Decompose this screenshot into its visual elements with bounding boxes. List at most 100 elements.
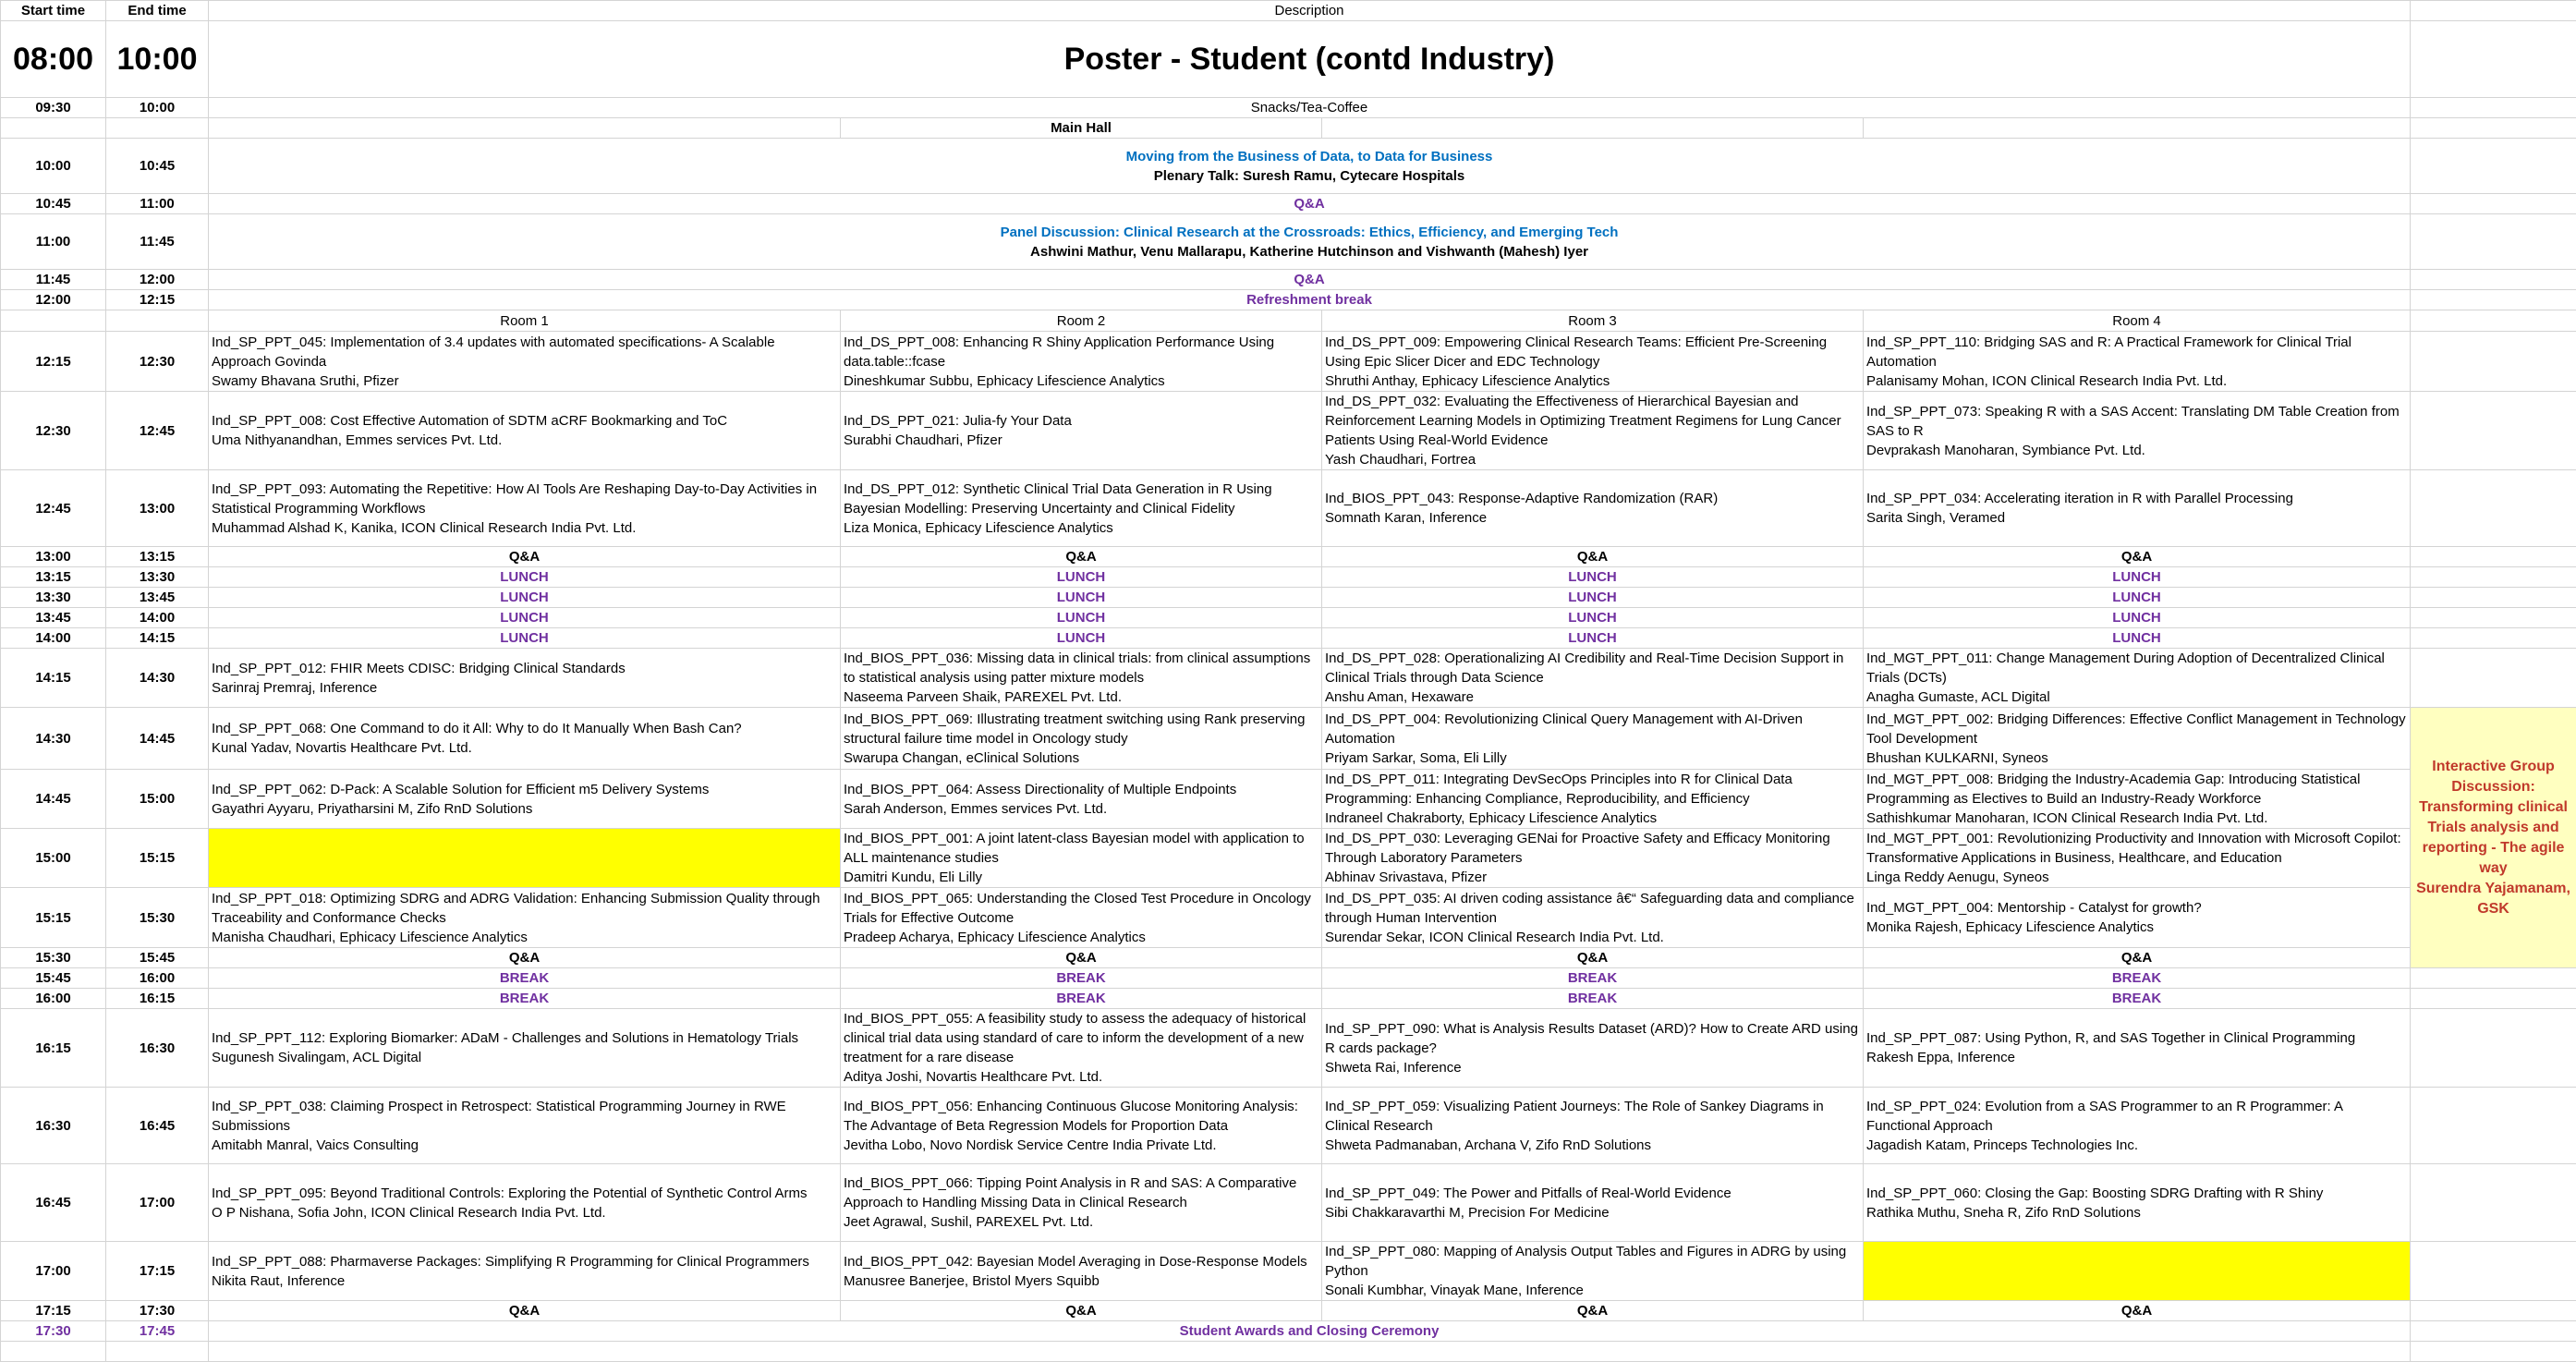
session-cell[interactable]: Ind_MGT_PPT_011: Change Management Durin… (1864, 649, 2411, 708)
room-2-slot: LUNCH (841, 608, 1322, 628)
session-cell[interactable]: Ind_SP_PPT_110: Bridging SAS and R: A Pr… (1864, 332, 2411, 392)
room-4-slot: Q&A (1864, 948, 2411, 968)
session-authors: Kunal Yadav, Novartis Healthcare Pvt. Lt… (212, 738, 837, 758)
schedule-row (1, 1342, 2576, 1362)
session-cell[interactable]: Ind_SP_PPT_062: D-Pack: A Scalable Solut… (209, 770, 841, 829)
session-cell[interactable]: Ind_DS_PPT_011: Integrating DevSecOps Pr… (1322, 770, 1864, 829)
extra-column-cell (2411, 1088, 2576, 1164)
session-cell[interactable]: Ind_DS_PPT_004: Revolutionizing Clinical… (1322, 708, 1864, 770)
session-cell[interactable]: Ind_BIOS_PPT_066: Tipping Point Analysis… (841, 1164, 1322, 1242)
session-cell[interactable]: Ind_BIOS_PPT_065: Understanding the Clos… (841, 888, 1322, 948)
session-cell[interactable]: Ind_SP_PPT_034: Accelerating iteration i… (1864, 470, 2411, 547)
session-title: Ind_BIOS_PPT_055: A feasibility study to… (844, 1009, 1318, 1067)
room-1-slot: Q&A (209, 1301, 841, 1321)
session-cell[interactable]: Ind_DS_PPT_032: Evaluating the Effective… (1322, 392, 1864, 470)
event-cell[interactable]: Student Awards and Closing Ceremony (209, 1321, 2411, 1342)
session-cell[interactable]: Ind_SP_PPT_073: Speaking R with a SAS Ac… (1864, 392, 2411, 470)
session-authors: Monika Rajesh, Ephicacy Lifescience Anal… (1866, 918, 2407, 937)
session-cell[interactable]: Ind_SP_PPT_112: Exploring Biomarker: ADa… (209, 1009, 841, 1088)
event-cell[interactable]: Q&A (209, 270, 2411, 290)
session-cell[interactable]: Ind_SP_PPT_090: What is Analysis Results… (1322, 1009, 1864, 1088)
start-time: 15:45 (1, 968, 106, 989)
session-cell[interactable]: Ind_SP_PPT_012: FHIR Meets CDISC: Bridgi… (209, 649, 841, 708)
end-time: 13:30 (106, 567, 209, 588)
session-cell[interactable]: Ind_BIOS_PPT_069: Illustrating treatment… (841, 708, 1322, 770)
session-title: Ind_SP_PPT_012: FHIR Meets CDISC: Bridgi… (212, 659, 837, 678)
end-time (106, 118, 209, 139)
session-cell[interactable]: Ind_SP_PPT_008: Cost Effective Automatio… (209, 392, 841, 470)
session-cell[interactable]: Ind_SP_PPT_068: One Command to do it All… (209, 708, 841, 770)
end-time: 10:00 (106, 98, 209, 118)
session-cell[interactable]: Ind_BIOS_PPT_001: A joint latent-class B… (841, 829, 1322, 888)
session-cell[interactable]: Ind_SP_PPT_093: Automating the Repetitiv… (209, 470, 841, 547)
session-cell[interactable]: Ind_BIOS_PPT_042: Bayesian Model Averagi… (841, 1242, 1322, 1301)
session-cell[interactable]: Ind_MGT_PPT_002: Bridging Differences: E… (1864, 708, 2411, 770)
room-header-4: Room 4 (1864, 310, 2411, 332)
start-time: 09:30 (1, 98, 106, 118)
extra-column-cell (2411, 290, 2576, 310)
extra-column-cell (2411, 392, 2576, 470)
session-cell[interactable]: Ind_SP_PPT_080: Mapping of Analysis Outp… (1322, 1242, 1864, 1301)
session-cell[interactable]: Ind_DS_PPT_008: Enhancing R Shiny Applic… (841, 332, 1322, 392)
session-cell[interactable]: Ind_SP_PPT_087: Using Python, R, and SAS… (1864, 1009, 2411, 1088)
session-authors: Sarah Anderson, Emmes services Pvt. Ltd. (844, 799, 1318, 819)
session-cell[interactable]: Ind_SP_PPT_088: Pharmaverse Packages: Si… (209, 1242, 841, 1301)
session-cell[interactable]: Ind_DS_PPT_035: AI driven coding assista… (1322, 888, 1864, 948)
event-cell[interactable]: Q&A (209, 194, 2411, 214)
session-cell[interactable]: Ind_BIOS_PPT_055: A feasibility study to… (841, 1009, 1322, 1088)
session-cell[interactable]: Ind_MGT_PPT_004: Mentorship - Catalyst f… (1864, 888, 2411, 948)
end-time: 11:00 (106, 194, 209, 214)
session-cell[interactable]: Ind_SP_PPT_095: Beyond Traditional Contr… (209, 1164, 841, 1242)
session-cell[interactable]: Ind_SP_PPT_045: Implementation of 3.4 up… (209, 332, 841, 392)
start-time: 17:00 (1, 1242, 106, 1301)
room-4-slot: LUNCH (1864, 588, 2411, 608)
start-time: 16:45 (1, 1164, 106, 1242)
session-cell[interactable]: Ind_SP_PPT_024: Evolution from a SAS Pro… (1864, 1088, 2411, 1164)
extra-column-cell (2411, 194, 2576, 214)
end-time: 14:30 (106, 649, 209, 708)
room-3-slot: LUNCH (1322, 588, 1864, 608)
event-cell[interactable]: Refreshment break (209, 290, 2411, 310)
session-title: Ind_MGT_PPT_008: Bridging the Industry-A… (1866, 770, 2407, 809)
room-header-1: Room 1 (209, 310, 841, 332)
session-cell[interactable]: Ind_DS_PPT_030: Leveraging GENai for Pro… (1322, 829, 1864, 888)
plenary-session-cell[interactable]: Panel Discussion: Clinical Research at t… (209, 214, 2411, 270)
extra-column-cell (2411, 1242, 2576, 1301)
extra-column-cell (2411, 649, 2576, 708)
session-cell[interactable]: Ind_SP_PPT_038: Claiming Prospect in Ret… (209, 1088, 841, 1164)
end-time: 17:45 (106, 1321, 209, 1342)
room-1-slot: LUNCH (209, 588, 841, 608)
session-cell[interactable]: Ind_BIOS_PPT_064: Assess Directionality … (841, 770, 1322, 829)
session-cell[interactable]: Ind_MGT_PPT_001: Revolutionizing Product… (1864, 829, 2411, 888)
session-cell[interactable]: Ind_SP_PPT_018: Optimizing SDRG and ADRG… (209, 888, 841, 948)
session-cell[interactable]: Ind_SP_PPT_059: Visualizing Patient Jour… (1322, 1088, 1864, 1164)
side-session-cell[interactable]: Interactive Group Discussion: Transformi… (2411, 708, 2576, 968)
session-cell[interactable]: Ind_DS_PPT_028: Operationalizing AI Cred… (1322, 649, 1864, 708)
session-cell[interactable]: Ind_MGT_PPT_008: Bridging the Industry-A… (1864, 770, 2411, 829)
session-authors: O P Nishana, Sofia John, ICON Clinical R… (212, 1203, 837, 1222)
session-title: Ind_SP_PPT_087: Using Python, R, and SAS… (1866, 1028, 2407, 1048)
event-cell[interactable]: Snacks/Tea-Coffee (209, 98, 2411, 118)
session-cell[interactable]: Ind_BIOS_PPT_043: Response-Adaptive Rand… (1322, 470, 1864, 547)
end-time: 15:00 (106, 770, 209, 829)
start-time: 08:00 (1, 21, 106, 98)
session-cell[interactable]: Ind_BIOS_PPT_036: Missing data in clinic… (841, 649, 1322, 708)
session-cell[interactable]: Ind_SP_PPT_060: Closing the Gap: Boostin… (1864, 1164, 2411, 1242)
session-cell[interactable]: Ind_DS_PPT_012: Synthetic Clinical Trial… (841, 470, 1322, 547)
session-authors: Bhushan KULKARNI, Syneos (1866, 748, 2407, 768)
session-cell[interactable]: Ind_SP_PPT_049: The Power and Pitfalls o… (1322, 1164, 1864, 1242)
session-cell[interactable]: Ind_BIOS_PPT_056: Enhancing Continuous G… (841, 1088, 1322, 1164)
end-time: 14:45 (106, 708, 209, 770)
session-cell[interactable]: Ind_DS_PPT_009: Empowering Clinical Rese… (1322, 332, 1864, 392)
description-header: Description (209, 1, 2411, 21)
session-title: Ind_BIOS_PPT_001: A joint latent-class B… (844, 829, 1318, 868)
plenary-session-cell[interactable]: Moving from the Business of Data, to Dat… (209, 139, 2411, 194)
start-time: 17:30 (1, 1321, 106, 1342)
